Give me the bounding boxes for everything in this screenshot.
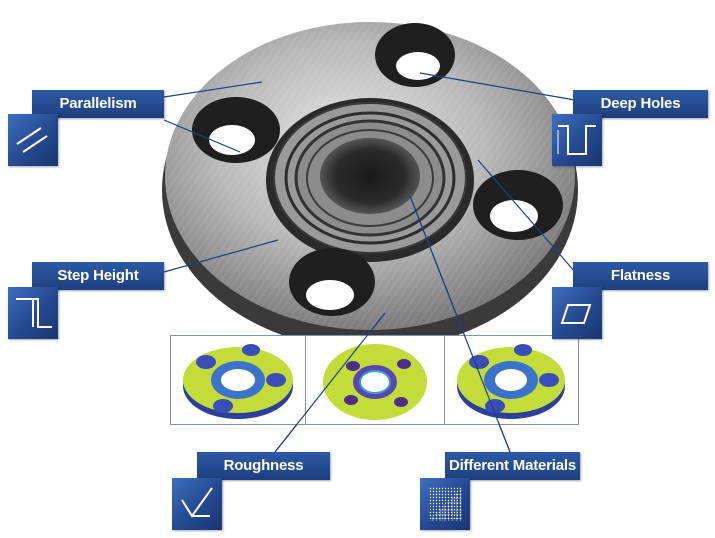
thumbnail-scan-materials [444, 335, 579, 425]
flatness-symbol-icon [552, 287, 602, 339]
roughness-symbol-icon [172, 478, 222, 530]
center-bore [320, 138, 420, 214]
different-materials-label: Different Materials [445, 452, 580, 480]
thumbnail-scan-tilted [170, 335, 306, 425]
step-height-icon [8, 287, 58, 339]
step-height-label: Step Height [32, 262, 164, 290]
thumbnail-scan-top [305, 335, 445, 425]
flatness-label: Flatness [573, 262, 708, 290]
roughness-label: Roughness [197, 452, 330, 480]
parallel-lines-icon [8, 114, 58, 166]
material-pattern-icon [420, 478, 470, 530]
deep-hole-icon [552, 114, 602, 166]
parallelism-label: Parallelism [32, 90, 164, 118]
deep-holes-label: Deep Holes [573, 90, 708, 118]
